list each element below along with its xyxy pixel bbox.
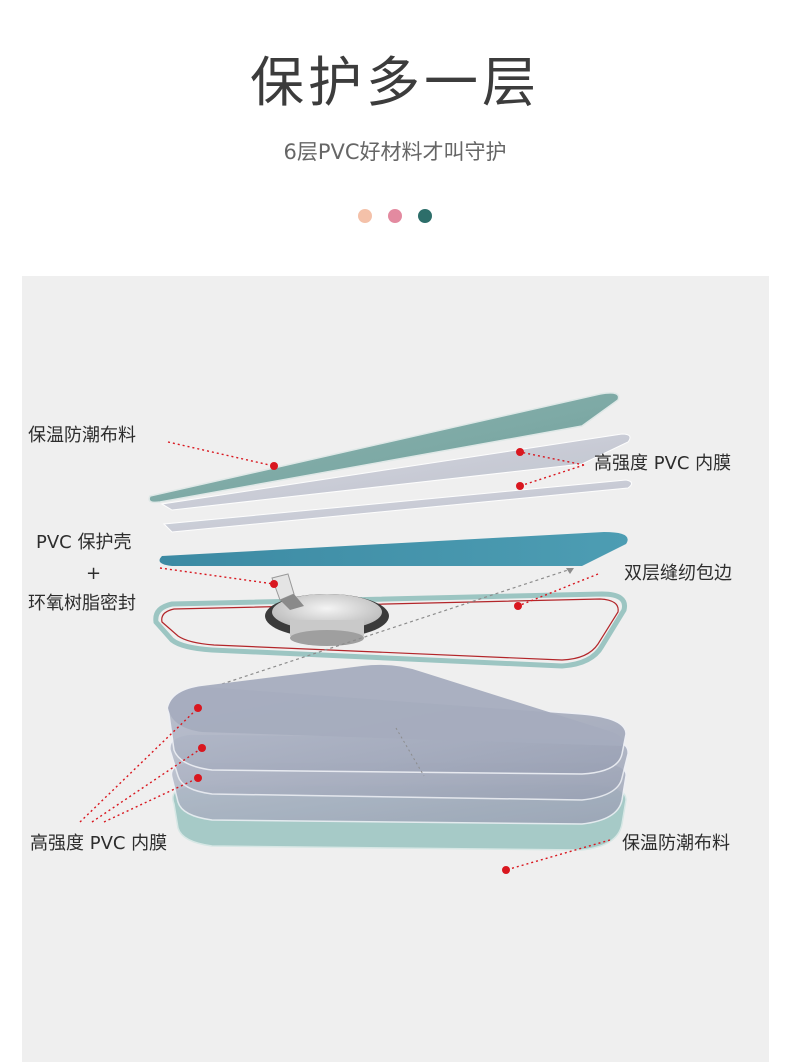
label-plus: + bbox=[86, 563, 102, 584]
pvc-shell-layer bbox=[159, 532, 628, 566]
dot-peach bbox=[358, 209, 372, 223]
stitched-frame bbox=[153, 591, 628, 669]
label-double-stitch: 双层缝纫包边 bbox=[624, 563, 732, 584]
stitched-frame-seam bbox=[161, 598, 619, 661]
dot-teal bbox=[418, 209, 432, 223]
top-pvc-film-1 bbox=[160, 433, 631, 511]
page-subtitle: 6层PVC好材料才叫守护 bbox=[283, 140, 507, 164]
top-pvc-film-2 bbox=[162, 479, 632, 533]
page-title: 保护多一层 bbox=[250, 51, 540, 114]
layer-diagram-panel: 保温防潮布料 高强度 PVC 内膜 PVC 保护壳 + 环氧树脂密封 双层缝纫包… bbox=[22, 276, 769, 1062]
label-pvc-film-top: 高强度 PVC 内膜 bbox=[594, 453, 732, 474]
decorative-dots bbox=[0, 209, 790, 223]
assembly-direction-arrow bbox=[221, 567, 575, 685]
label-fabric-bottom: 保温防潮布料 bbox=[622, 833, 730, 854]
assembly-arrow-head bbox=[566, 568, 574, 574]
dot-pink bbox=[388, 209, 402, 223]
label-fabric-top: 保温防潮布料 bbox=[28, 425, 136, 446]
label-pvc-film-bottom: 高强度 PVC 内膜 bbox=[30, 833, 168, 854]
top-fabric-layer bbox=[148, 392, 620, 504]
bottom-top-film bbox=[168, 664, 623, 746]
leader-dots bbox=[194, 448, 524, 874]
leader-lines bbox=[79, 441, 611, 871]
label-pvc-shell: PVC 保护壳 bbox=[36, 532, 132, 553]
label-epoxy-seal: 环氧树脂密封 bbox=[28, 593, 136, 614]
layer-diagram bbox=[79, 392, 632, 874]
connector-seal bbox=[265, 573, 389, 646]
bottom-dashed-guide bbox=[395, 727, 425, 777]
